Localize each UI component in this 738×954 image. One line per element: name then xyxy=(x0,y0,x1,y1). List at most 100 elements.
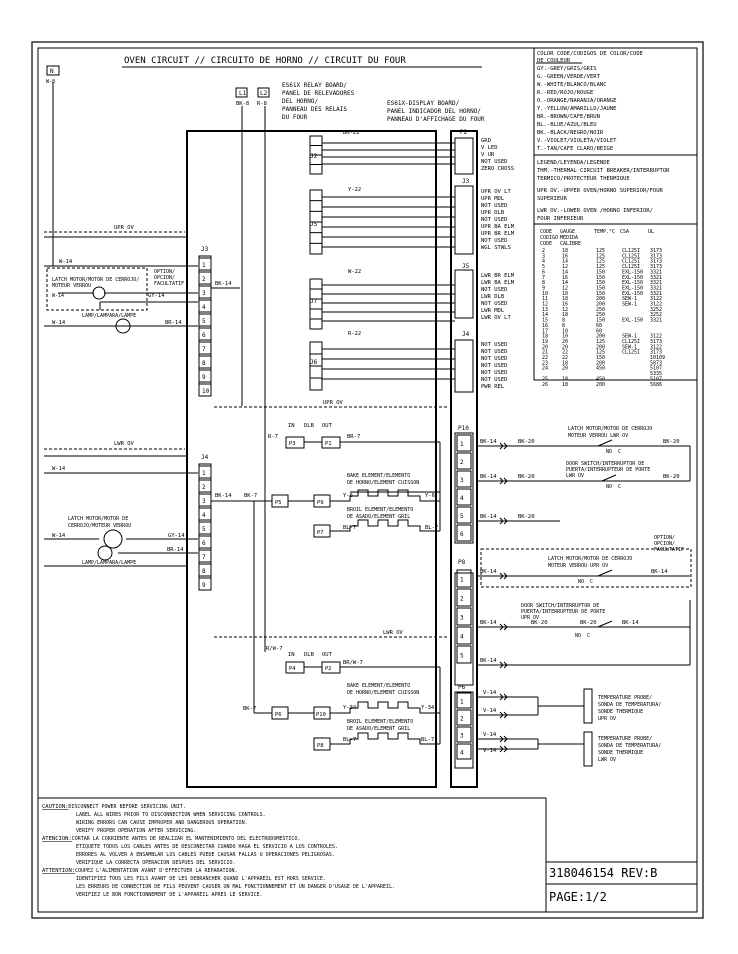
p10-door-switch-label: DOOR SWITCH/INTERRUPTOR DE PUERTA/INTERR… xyxy=(566,461,650,479)
gauge-cell: 14 xyxy=(562,280,568,286)
pin-number: 2 xyxy=(202,484,206,491)
caution-label: ATTENTION: xyxy=(42,868,75,874)
gauge-cell: 150 xyxy=(596,285,605,291)
svg-text:OPCION/: OPCION/ xyxy=(654,541,675,547)
gauge-cell: 3252 xyxy=(650,307,662,313)
svg-text:P1: P1 xyxy=(325,441,332,447)
pin-number: 3 xyxy=(460,477,464,484)
lamp-icon xyxy=(97,545,113,561)
svg-text:V-14: V-14 xyxy=(483,732,497,738)
gauge-cell: 3252 xyxy=(650,312,662,318)
pin-box xyxy=(198,479,212,493)
r22-wire-label: R-22 xyxy=(348,331,361,337)
pin-number: 9 xyxy=(202,582,206,589)
n-terminal-label: N xyxy=(50,68,54,75)
gauge-cell: 60 xyxy=(596,323,602,329)
pin-number: 2 xyxy=(460,716,464,723)
gauge-cell: CL125I xyxy=(622,339,640,345)
gauge-cell: 200 xyxy=(596,302,605,308)
svg-text:SONDA DE TEMPERATURA/: SONDA DE TEMPERATURA/ xyxy=(598,702,661,708)
p8-connector-label: P8 xyxy=(458,559,466,566)
pin-number: 3 xyxy=(202,498,206,505)
pin-label: NOT USED xyxy=(481,238,508,244)
gauge-cell: 25 xyxy=(542,376,548,382)
pin-box xyxy=(456,434,472,452)
svg-text:BR/W-7: BR/W-7 xyxy=(343,660,363,666)
gauge-cell: 6 xyxy=(542,269,545,275)
gauge-cell: 8 xyxy=(542,280,545,286)
gauge-cell: 5335 xyxy=(650,371,662,377)
svg-text:PUERTA/INTERRUPTEUR DE PORTE: PUERTA/INTERRUPTEUR DE PORTE xyxy=(521,609,605,615)
pin-number: 1 xyxy=(460,441,464,448)
gauge-subheader: CALIBRE xyxy=(560,241,581,247)
svg-text:BROIL ELEMENT/ELEMENTO: BROIL ELEMENT/ELEMENTO xyxy=(347,507,413,513)
j4-w14b-label: W-14 xyxy=(52,533,66,539)
gauge-cell: 11 xyxy=(542,296,548,302)
l1-terminal-label: L1 xyxy=(239,90,247,97)
gauge-cell: 18 xyxy=(562,248,568,254)
connector-arrow-icon xyxy=(503,623,508,631)
j4-connector-label: J4 xyxy=(201,454,209,461)
svg-text:PANEL DE RELEVADORES: PANEL DE RELEVADORES xyxy=(282,90,355,97)
svg-text:R-7: R-7 xyxy=(268,434,278,440)
svg-text:BK-14: BK-14 xyxy=(480,514,497,520)
svg-text:BL-7: BL-7 xyxy=(343,737,356,743)
gauge-cell: 3122 xyxy=(650,296,662,302)
connector-arrow-icon xyxy=(499,442,504,450)
p8-door-switch-label: DOOR SWITCH/INTERRUPTOR DE PUERTA/INTERR… xyxy=(521,603,605,621)
gauge-cell: 3321 xyxy=(650,275,662,281)
gauge-cell: 20 xyxy=(562,339,568,345)
svg-text:BK-20: BK-20 xyxy=(531,620,548,626)
svg-text:DE HORNO/ELEMENT CUISSON: DE HORNO/ELEMENT CUISSON xyxy=(347,480,419,486)
pin-box xyxy=(198,549,212,563)
pin-box xyxy=(198,327,212,341)
gauge-cell: 16 xyxy=(562,253,568,259)
gauge-cell: 26 xyxy=(542,382,548,388)
gauge-header: GAUGE xyxy=(560,229,575,235)
pin-number: 4 xyxy=(202,512,206,519)
svg-text:DEL HORNO/: DEL HORNO/ xyxy=(282,98,319,105)
connector-arrow-icon xyxy=(499,623,504,631)
svg-text:P3: P3 xyxy=(289,441,296,447)
svg-text:BK-7: BK-7 xyxy=(243,706,256,712)
gauge-cell: 150 xyxy=(596,269,605,275)
svg-text:Y-34: Y-34 xyxy=(343,705,357,711)
pin-box xyxy=(198,507,212,521)
svg-text:P7: P7 xyxy=(317,530,324,536)
display-j3-label: J3 xyxy=(462,178,470,185)
pin-number: 5 xyxy=(202,318,206,325)
gauge-cell: 125 xyxy=(596,350,605,356)
component-symbols xyxy=(92,145,617,753)
pin-label: ZERO CROSS xyxy=(481,166,514,172)
gauge-cell: 150 xyxy=(596,280,605,286)
pin-label: NOT USED xyxy=(481,217,508,223)
pin-box xyxy=(456,743,472,760)
part-number: 318046154 REV:B xyxy=(549,866,657,880)
display-board-label: ES61X-DISPLAY BOARD/ PANEL INDICADOR DEL… xyxy=(387,100,485,123)
l1-wire-label: BK-8 xyxy=(236,101,249,107)
gauge-cell: EXL-150 xyxy=(622,275,643,281)
connector-arrow-icon xyxy=(503,661,508,669)
caution-label: ATENCION: xyxy=(42,836,72,842)
j5-relay-label: J5 xyxy=(310,221,318,228)
display-j4-label: J4 xyxy=(462,331,470,338)
pin-box xyxy=(456,488,472,506)
svg-text:BR.-BROWN/CAFE/BRUN: BR.-BROWN/CAFE/BRUN xyxy=(537,114,600,120)
gauge-cell: SEW-1 xyxy=(622,302,637,308)
pin-label: NOT USED xyxy=(481,370,508,376)
j4-w14-label: W-14 xyxy=(52,466,66,472)
pin-number: 5 xyxy=(460,513,464,520)
svg-text:OPTION/: OPTION/ xyxy=(154,269,175,275)
svg-text:BK-20: BK-20 xyxy=(518,439,535,445)
svg-text:SONDA DE TEMPERATURA/: SONDA DE TEMPERATURA/ xyxy=(598,743,661,749)
gauge-cell: 200 xyxy=(596,382,605,388)
gauge-cell: 3321 xyxy=(650,285,662,291)
gauge-cell: 125 xyxy=(596,264,605,270)
svg-text:IN: IN xyxy=(288,652,295,658)
svg-text:LATCH MOTOR/MOTOR DE CERROJO: LATCH MOTOR/MOTOR DE CERROJO xyxy=(548,556,632,562)
